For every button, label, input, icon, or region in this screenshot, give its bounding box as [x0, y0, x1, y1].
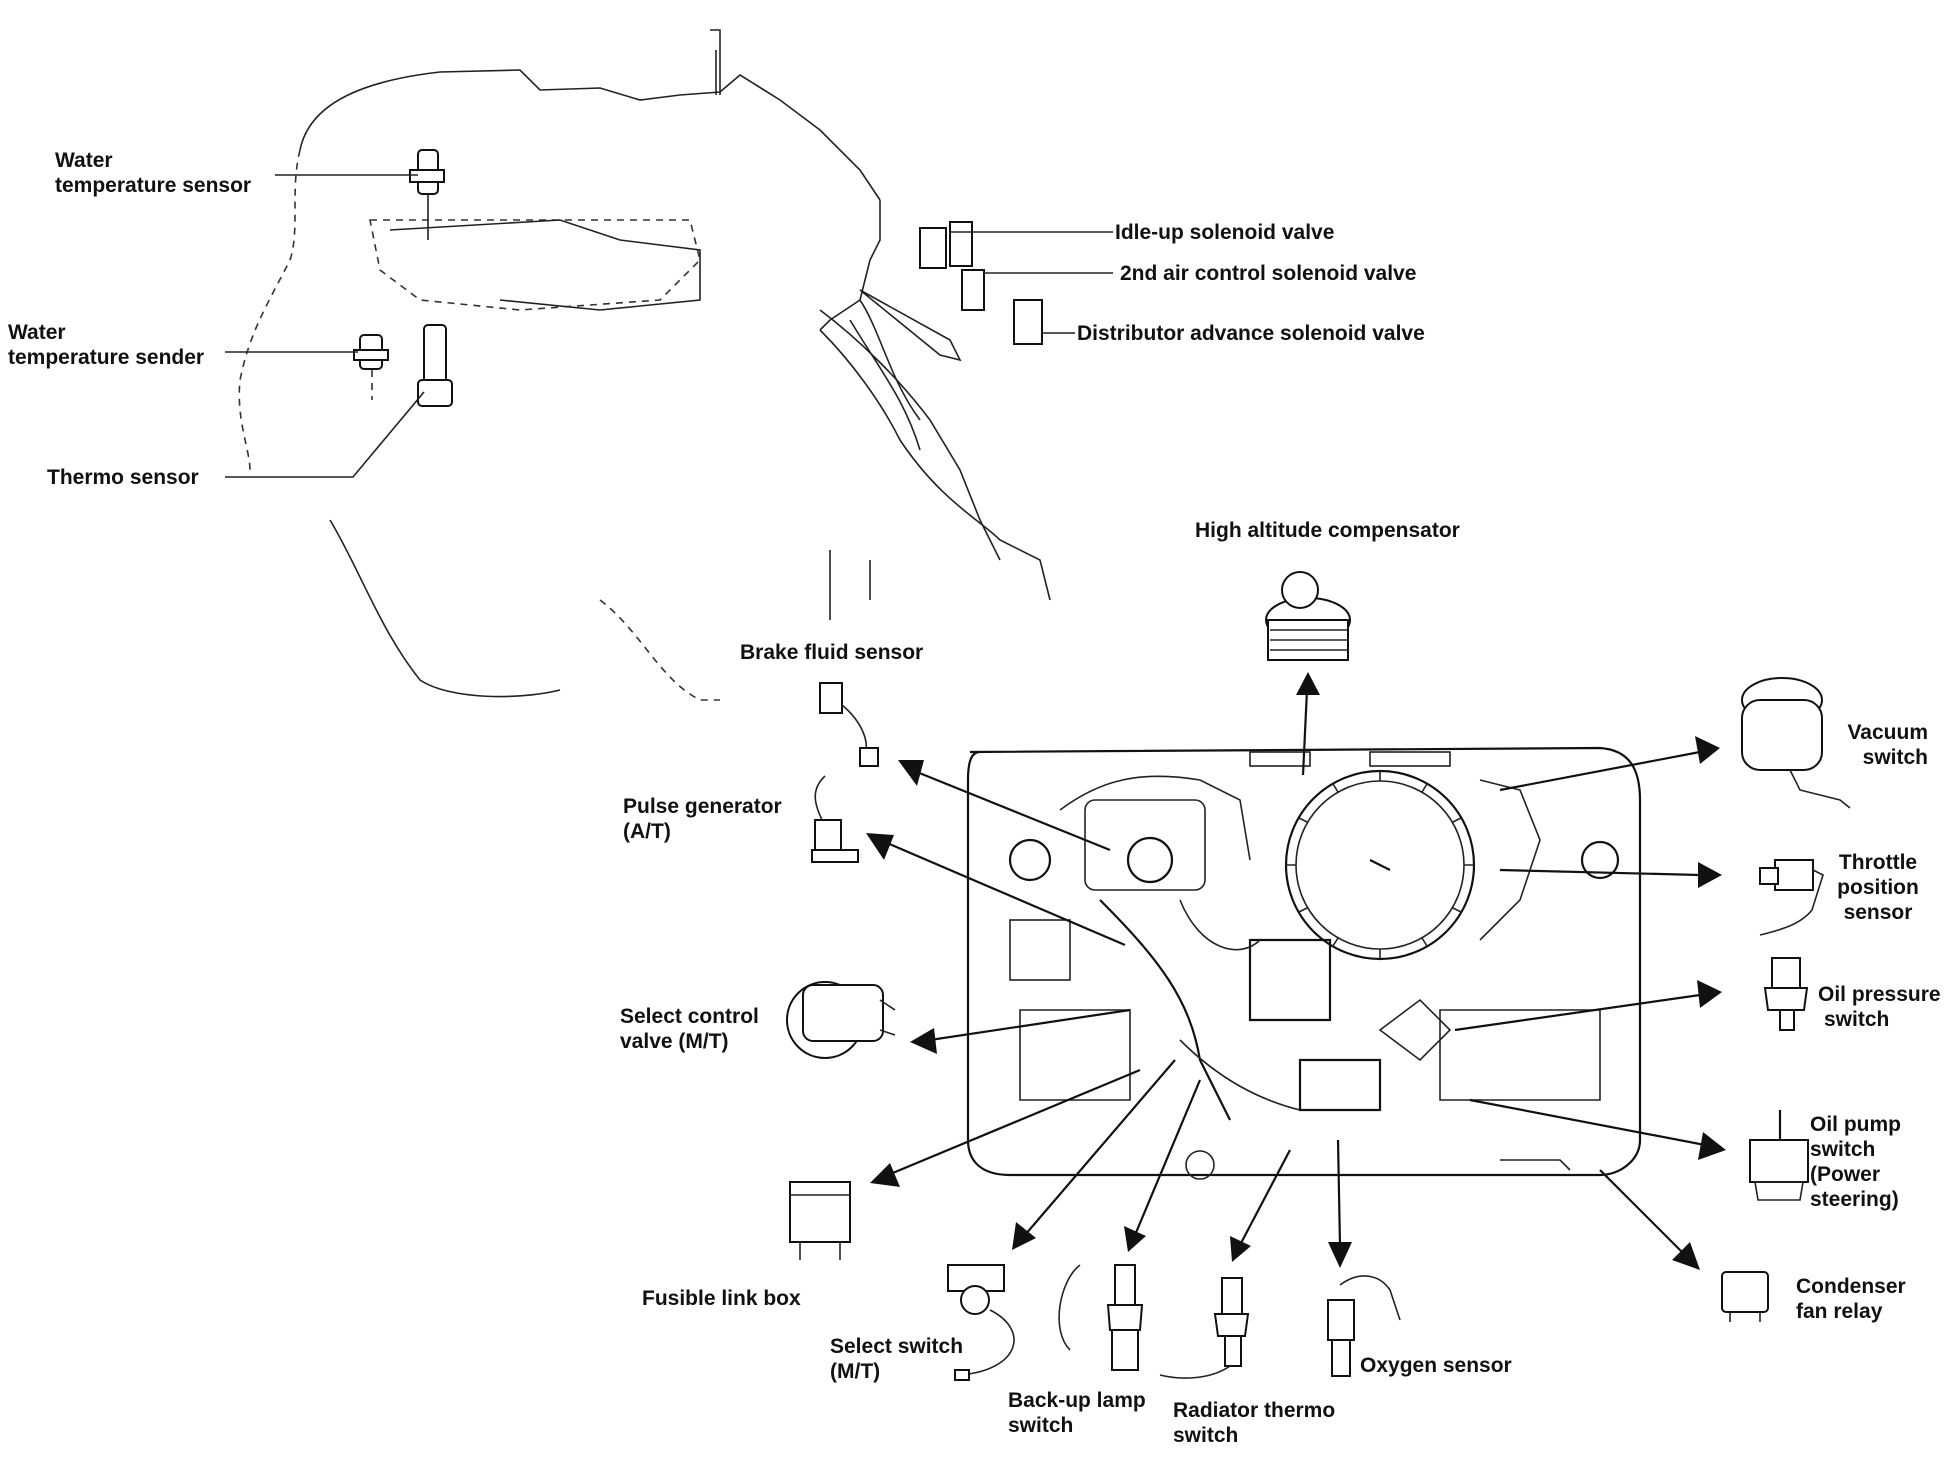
throttle-position-sensor-label: Throttle position sensor — [1828, 850, 1928, 925]
arrow-fusible-link — [870, 1068, 1141, 1187]
label-line: temperature sensor — [55, 174, 252, 197]
idle-up-solenoid-valve-label: Idle-up solenoid valve — [1115, 221, 1335, 244]
thermo-sensor-part — [417, 324, 453, 407]
arrow-back-up-lamp — [1124, 1079, 1202, 1252]
label-line: Radiator thermo — [1173, 1399, 1336, 1422]
arrows — [866, 672, 1726, 1270]
pulse-generator-part — [811, 775, 859, 863]
label-line: Water — [55, 149, 113, 172]
radiator-thermo-switch-label: Radiator thermo switch — [1173, 1398, 1335, 1448]
label-line: Oil pump — [1810, 1113, 1901, 1136]
vacuum-switch-part — [1741, 677, 1851, 809]
water-temperature-sender-label: Water temperature sender — [8, 320, 204, 370]
oxygen-sensor-label: Oxygen sensor — [1360, 1354, 1512, 1377]
label-line: Water — [8, 321, 66, 344]
oil-pressure-switch-part — [1763, 957, 1809, 1031]
arrow-oil-pump — [1469, 1098, 1726, 1160]
label-line: Select control — [620, 1005, 759, 1028]
condenser-fan-relay-part — [1721, 1271, 1769, 1322]
radiator-thermo-switch-part — [1159, 1277, 1250, 1379]
thermo-sensor-label: Thermo sensor — [47, 466, 199, 489]
label-line: steering) — [1810, 1188, 1899, 1211]
select-switch-label: Select switch (M/T) — [830, 1334, 963, 1384]
fusible-link-box-label: Fusible link box — [642, 1287, 801, 1310]
engine-bay — [966, 746, 1642, 1180]
oil-pressure-switch-label: Oil pressure switch — [1818, 982, 1941, 1032]
arrow-throttle — [1499, 862, 1722, 888]
label-line: position — [1837, 876, 1919, 899]
label-line: (Power — [1810, 1163, 1881, 1186]
label-line: Back-up lamp — [1008, 1389, 1146, 1412]
back-up-lamp-switch-part — [1058, 1264, 1144, 1371]
arrow-select-control — [910, 1008, 1131, 1054]
label-line: Throttle — [1838, 851, 1918, 874]
upper-engine-outline — [238, 29, 1051, 701]
water-temperature-sensor-part — [409, 149, 445, 240]
throttle-position-sensor-part — [1759, 859, 1824, 936]
distributor-advance-solenoid-valve-label: Distributor advance solenoid valve — [1077, 322, 1425, 345]
label-line: switch — [1862, 746, 1928, 769]
label-line: sensor — [1843, 901, 1913, 924]
arrow-radiator-thermo — [1230, 1149, 1291, 1262]
label-line: (A/T) — [623, 820, 671, 843]
select-control-valve-label: Select control valve (M/T) — [620, 1004, 759, 1054]
arrow-condenser — [1599, 1169, 1700, 1270]
back-up-lamp-switch-label: Back-up lamp switch — [1008, 1388, 1146, 1438]
oxygen-sensor-part — [1327, 1275, 1401, 1377]
label-line: switch — [1008, 1414, 1074, 1437]
water-temperature-sensor-label: Water temperature sensor — [55, 148, 251, 198]
high-altitude-compensator-part — [1265, 571, 1351, 661]
high-altitude-compensator-label: High altitude compensator — [1195, 519, 1460, 542]
label-line: Pulse generator — [623, 795, 782, 818]
label-line: Select switch — [830, 1335, 964, 1358]
label-line: temperature sender — [8, 346, 205, 369]
vacuum-switch-label: Vacuum switch — [1820, 720, 1928, 770]
pulse-generator-label: Pulse generator (A/T) — [623, 794, 782, 844]
label-line: switch — [1824, 1008, 1890, 1031]
leader-lines — [225, 174, 1113, 478]
arrow-brake-fluid — [898, 760, 1111, 852]
arrow-pulse-generator — [866, 833, 1126, 947]
brake-fluid-sensor-label: Brake fluid sensor — [740, 641, 924, 664]
label-line: fan relay — [1796, 1300, 1883, 1323]
label-line: (M/T) — [830, 1360, 881, 1383]
arrow-select-switch — [1012, 1059, 1176, 1250]
select-switch-part — [947, 1264, 1015, 1381]
fusible-link-box-part — [789, 1181, 851, 1260]
air-cleaner-ribs — [1286, 771, 1474, 959]
select-control-valve-part — [786, 981, 896, 1059]
label-line: Oil pressure — [1818, 983, 1941, 1006]
oil-pump-switch-label: Oil pump switch (Power steering) — [1810, 1112, 1901, 1212]
2nd-air-control-solenoid-valve-label: 2nd air control solenoid valve — [1120, 262, 1417, 285]
arrow-high-altitude — [1296, 672, 1320, 776]
condenser-fan-relay-label: Condenser fan relay — [1796, 1274, 1906, 1324]
brake-fluid-sensor-part — [819, 682, 879, 767]
label-line: Condenser — [1796, 1275, 1906, 1298]
arrow-oil-pressure — [1454, 980, 1722, 1032]
oil-pump-switch-part — [1749, 1110, 1809, 1201]
label-line: switch — [1173, 1424, 1239, 1447]
water-temperature-sender-part — [353, 334, 389, 400]
label-line: switch — [1810, 1138, 1876, 1161]
arrow-vacuum — [1499, 736, 1720, 792]
arrow-oxygen — [1328, 1139, 1352, 1268]
label-line: Vacuum — [1847, 721, 1928, 744]
solenoid-valve-parts — [859, 221, 1043, 362]
label-line: valve (M/T) — [620, 1030, 729, 1053]
